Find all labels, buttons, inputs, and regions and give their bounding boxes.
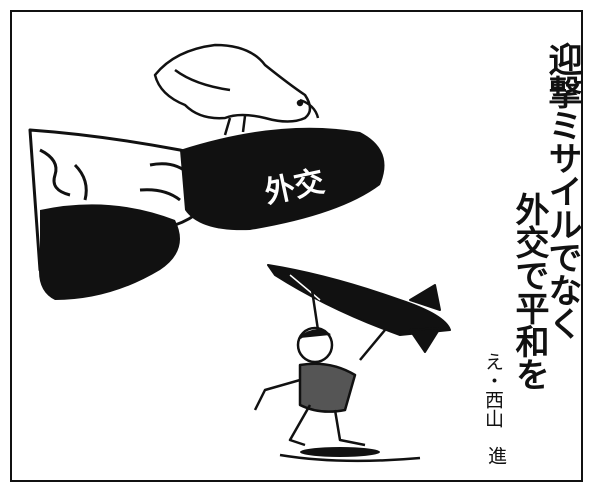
missile-drawing bbox=[267, 264, 451, 353]
headline-line-1: 迎撃ミサイルでなく bbox=[542, 42, 582, 339]
headline-line-2: 外交で平和を bbox=[509, 192, 549, 390]
dove-drawing bbox=[153, 43, 320, 136]
artist-credit: え・西山 bbox=[482, 352, 504, 428]
megaphone-shape: 外交 bbox=[39, 127, 385, 300]
running-man-drawing bbox=[253, 289, 421, 463]
artist-name: 進 bbox=[485, 446, 507, 465]
